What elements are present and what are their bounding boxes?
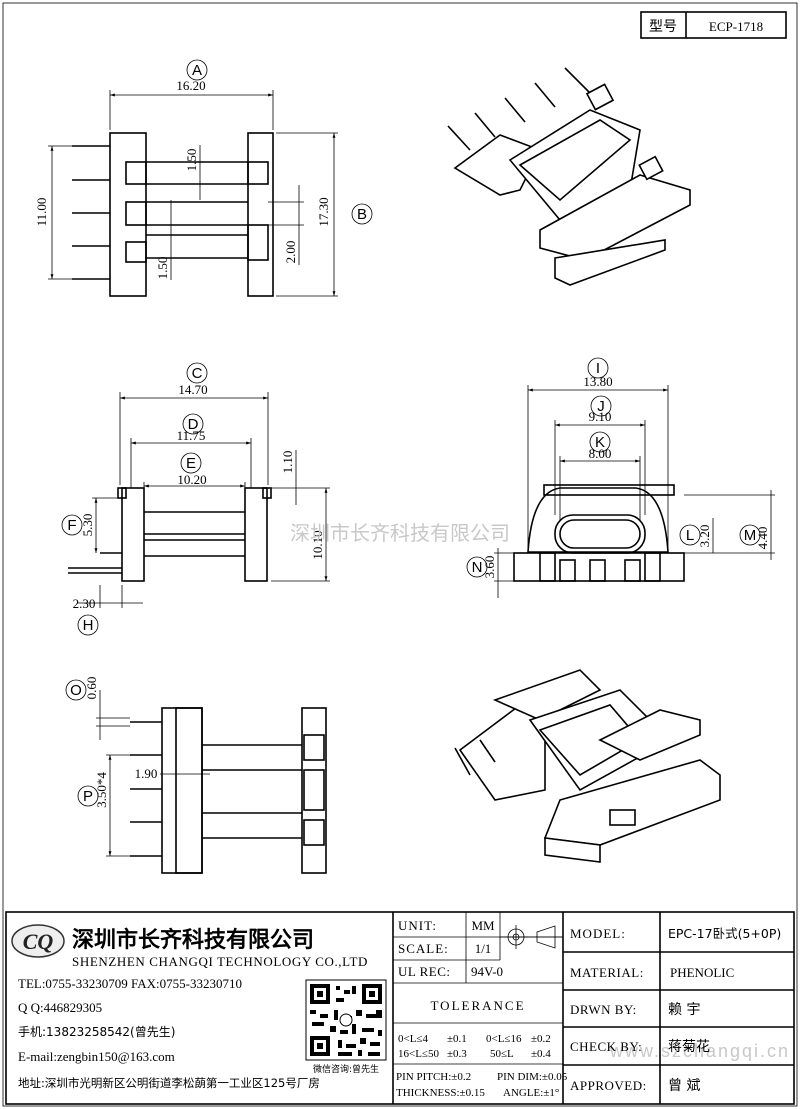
- tol2b: ±0.3: [447, 1048, 467, 1060]
- qr-code: [305, 979, 387, 1061]
- qr-caption: 微信咨询:曾先生: [313, 1063, 379, 1075]
- projection-symbol-icon: [504, 925, 556, 949]
- dim-f-value: 5.30: [80, 514, 95, 537]
- unit-value: MM: [471, 918, 495, 933]
- tol2d: ±0.4: [531, 1048, 551, 1060]
- dim-a-value: 16.20: [176, 78, 205, 93]
- title-block: [5, 911, 795, 1105]
- check-label: CHECK BY:: [570, 1039, 642, 1054]
- material-label: MATERIAL:: [570, 965, 644, 980]
- company-tel: TEL:0755-33230709 FAX:0755-33230710: [18, 976, 242, 991]
- tolerance-title: TOLERANCE: [430, 998, 525, 1013]
- model-value: EPC-17卧式(5+0P): [668, 926, 781, 941]
- dim-m-value: 4.40: [755, 527, 770, 550]
- dim-150b-value: 1.50: [155, 257, 170, 280]
- dim-j-value: 9.10: [589, 409, 612, 424]
- model-number-box: 型号 ECP-1718: [640, 11, 787, 39]
- company-qq: Q Q:446829305: [18, 1000, 102, 1015]
- front-view: A 16.20 17.30 B 11.00 1.50 1.50 2.00: [34, 59, 373, 297]
- pin-pitch: PIN PITCH:±0.2: [396, 1071, 471, 1083]
- check-value: 蒋菊花: [668, 1039, 710, 1055]
- dim-d-letter: D: [188, 416, 199, 433]
- side-view: C 14.70 D 11.75 E 10.20 5.30 F 1.10 10.1…: [61, 362, 330, 636]
- isometric-view-bottom: [454, 669, 721, 863]
- dim-p-letter: P: [83, 788, 93, 805]
- top-view: 0.60 O 3.50*4 P 1.90: [65, 677, 327, 874]
- dim-l-letter: L: [686, 527, 694, 544]
- bottom-view: I 13.80 J 9.10 K 8.00 3.20 L 4.40 M 3.60: [466, 357, 775, 598]
- dim-e-value: 10.20: [177, 472, 206, 487]
- model-box-label: 型号: [649, 19, 677, 35]
- tol1b: ±0.1: [447, 1033, 467, 1045]
- tol2c: 50≤L: [490, 1048, 514, 1060]
- unit-label: UNIT:: [398, 918, 437, 933]
- dim-k-value: 8.00: [589, 446, 612, 461]
- dim-200-value: 2.00: [283, 241, 298, 264]
- dim-b-value: 17.30: [316, 197, 331, 226]
- tol1d: ±0.2: [531, 1033, 551, 1045]
- dim-i-letter: I: [596, 360, 600, 377]
- dim-11-value: 11.00: [34, 198, 49, 227]
- dim-f-letter: F: [67, 517, 76, 534]
- dim-o-value: 0.60: [84, 677, 99, 700]
- material-value: PHENOLIC: [670, 965, 734, 980]
- approved-value: 曾 斌: [668, 1078, 700, 1094]
- dim-e-letter: E: [186, 455, 196, 472]
- dim-190-value: 1.90: [135, 766, 158, 781]
- dim-k-letter: K: [595, 434, 605, 451]
- dim-110-value: 1.10: [280, 451, 295, 474]
- watermark-url: www.szchangqi.cn: [609, 1041, 790, 1061]
- scale-value: 1/1: [475, 941, 492, 956]
- tol1a: 0<L≤4: [398, 1033, 428, 1045]
- ulrec-value: 94V-0: [471, 964, 503, 979]
- thickness: THICKNESS:±0.15: [396, 1087, 485, 1099]
- drawn-value: 赖 宇: [668, 1002, 700, 1018]
- tol2a: 16<L≤50: [398, 1048, 439, 1060]
- dim-d-value: 11.75: [177, 428, 206, 443]
- dim-i-value: 13.80: [583, 374, 612, 389]
- ulrec-label: UL REC:: [398, 964, 451, 979]
- dim-b-letter: B: [357, 206, 367, 223]
- model-box-value: ECP-1718: [709, 19, 763, 34]
- dim-l-value: 3.20: [697, 525, 712, 548]
- dim-a-letter: A: [192, 62, 202, 79]
- dim-j-letter: J: [597, 398, 605, 415]
- dim-c-letter: C: [192, 365, 203, 382]
- company-logo: CQ: [11, 924, 65, 958]
- approved-label: APPROVED:: [570, 1078, 647, 1093]
- company-name-en: SHENZHEN CHANGQI TECHNOLOGY CO.,LTD: [72, 954, 368, 969]
- logo-text: CQ: [23, 929, 54, 954]
- pin-dim: PIN DIM:±0.05: [497, 1071, 568, 1083]
- scale-label: SCALE:: [398, 941, 449, 956]
- dim-m-letter: M: [744, 527, 757, 544]
- company-email: E-mail:zengbin150@163.com: [18, 1049, 175, 1064]
- tol1c: 0<L≤16: [486, 1033, 522, 1045]
- dim-h-letter: H: [83, 617, 94, 634]
- model-label: MODEL:: [570, 926, 626, 941]
- drawn-label: DRWN BY:: [570, 1002, 637, 1017]
- dim-n-value: 3.60: [482, 556, 497, 579]
- dim-1010-value: 10.10: [310, 530, 325, 559]
- dim-o-letter: O: [70, 682, 82, 699]
- angle: ANGLE:±1°: [503, 1087, 559, 1099]
- company-address: 地址:深圳市光明新区公明街道李松蓢第一工业区125号厂房: [18, 1076, 320, 1090]
- dim-h-value: 2.30: [73, 596, 96, 611]
- dim-c-value: 14.70: [178, 382, 207, 397]
- company-name-cn: 深圳市长齐科技有限公司: [72, 927, 314, 953]
- dim-n-letter: N: [472, 559, 483, 576]
- watermark-text: 深圳市长齐科技有限公司: [290, 521, 510, 545]
- dim-150a-value: 1.50: [184, 149, 199, 172]
- company-mobile: 手机:13823258542(曾先生): [18, 1025, 175, 1039]
- isometric-view-top: [447, 67, 691, 286]
